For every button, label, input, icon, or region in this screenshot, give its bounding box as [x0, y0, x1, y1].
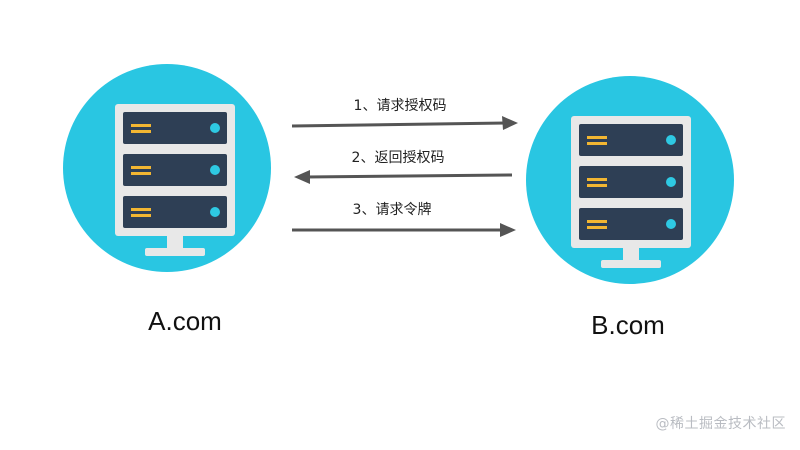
arrow-return-code: 2、返回授权码	[294, 150, 513, 184]
node-b: B.com	[526, 76, 734, 340]
arrow-label-1: 1、请求授权码	[354, 98, 447, 114]
server-icon	[115, 104, 235, 256]
node-b-label: B.com	[591, 310, 665, 340]
watermark: @稀土掘金技术社区	[655, 416, 786, 432]
arrow-request-code: 1、请求授权码	[291, 98, 518, 130]
node-a-label: A.com	[148, 306, 222, 336]
server-icon	[571, 116, 691, 268]
node-a: A.com	[63, 64, 271, 336]
arrow-label-3: 3、请求令牌	[353, 201, 432, 218]
arrow-label-2: 2、返回授权码	[352, 150, 445, 166]
arrow-request-token: 3、请求令牌	[292, 201, 516, 237]
